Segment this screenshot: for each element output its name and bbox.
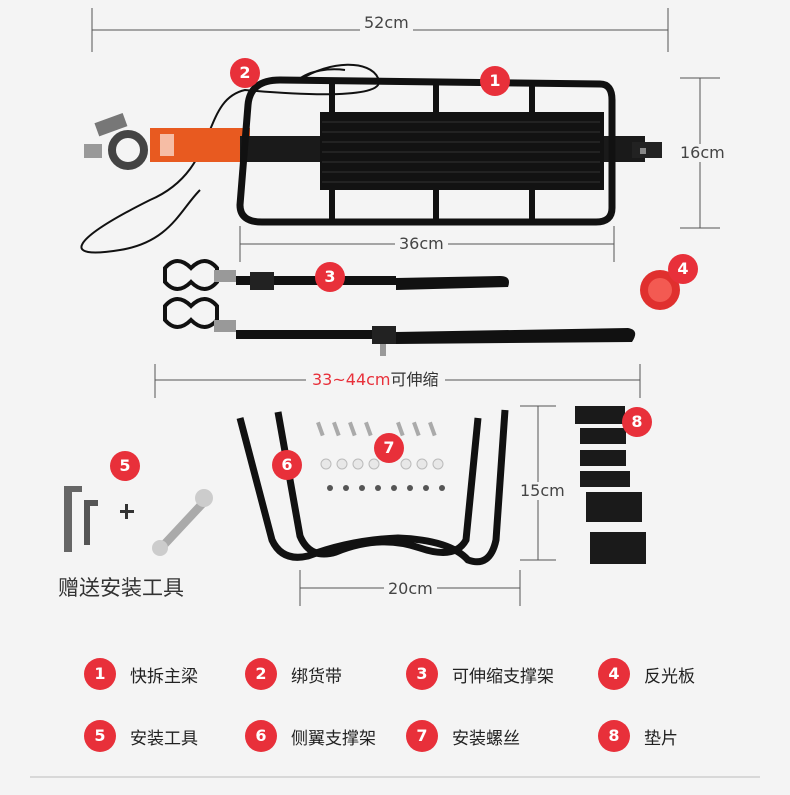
rack-main-beam xyxy=(84,76,662,226)
callout-badge-6: 6 xyxy=(272,450,302,480)
callout-badge-2: 2 xyxy=(230,58,260,88)
dim-strut-range-value: 33~44cm xyxy=(312,370,391,389)
legend-label: 侧翼支撑架 xyxy=(291,728,376,749)
side-frames xyxy=(236,409,509,566)
callout-badge-7: 7 xyxy=(374,433,404,463)
dim-side-height: 15cm xyxy=(516,482,569,500)
callout-badge-8: 8 xyxy=(622,407,652,437)
tool-set xyxy=(64,486,213,556)
legend-item-2: 2 绑货带 xyxy=(245,658,342,690)
bottom-divider xyxy=(30,776,760,778)
legend-item-7: 7 安装螺丝 xyxy=(406,720,520,752)
dim-side-width: 20cm xyxy=(384,580,437,598)
legend-item-1: 1 快拆主梁 xyxy=(84,658,198,690)
legend-item-8: 8 垫片 xyxy=(598,720,678,752)
legend-label: 安装工具 xyxy=(130,728,198,749)
callout-badge-4: 4 xyxy=(668,254,698,284)
legend-label: 绑货带 xyxy=(291,666,342,687)
dim-rack-length: 52cm xyxy=(360,14,413,32)
callout-badge-1: 1 xyxy=(480,66,510,96)
dim-rack-height: 16cm xyxy=(676,144,729,162)
legend-label: 快拆主梁 xyxy=(130,666,198,687)
legend-badge: 3 xyxy=(406,658,438,690)
legend-badge: 2 xyxy=(245,658,277,690)
legend-badge: 8 xyxy=(598,720,630,752)
legend-label: 安装螺丝 xyxy=(452,728,520,749)
telescopic-struts xyxy=(163,259,636,356)
legend-label: 垫片 xyxy=(644,728,678,749)
legend-badge: 5 xyxy=(84,720,116,752)
callout-badge-3: 3 xyxy=(315,262,345,292)
legend-badge: 1 xyxy=(84,658,116,690)
callout-badge-5: 5 xyxy=(110,451,140,481)
dim-strut-range-suffix: 可伸缩 xyxy=(390,370,439,389)
legend-badge: 4 xyxy=(598,658,630,690)
legend-label: 反光板 xyxy=(644,666,695,687)
legend-item-6: 6 侧翼支撑架 xyxy=(245,720,376,752)
legend-item-4: 4 反光板 xyxy=(598,658,695,690)
legend-label: 可伸缩支撑架 xyxy=(452,666,554,687)
rubber-pads xyxy=(575,406,646,564)
legend-item-3: 3 可伸缩支撑架 xyxy=(406,658,554,690)
mounting-screws xyxy=(316,421,445,491)
gift-tools-label: 赠送安装工具 xyxy=(58,576,184,600)
legend-badge: 7 xyxy=(406,720,438,752)
dim-strut-range: 33~44cm可伸缩 xyxy=(306,370,445,390)
legend-badge: 6 xyxy=(245,720,277,752)
dim-platform-length: 36cm xyxy=(395,235,448,253)
legend-item-5: 5 安装工具 xyxy=(84,720,198,752)
